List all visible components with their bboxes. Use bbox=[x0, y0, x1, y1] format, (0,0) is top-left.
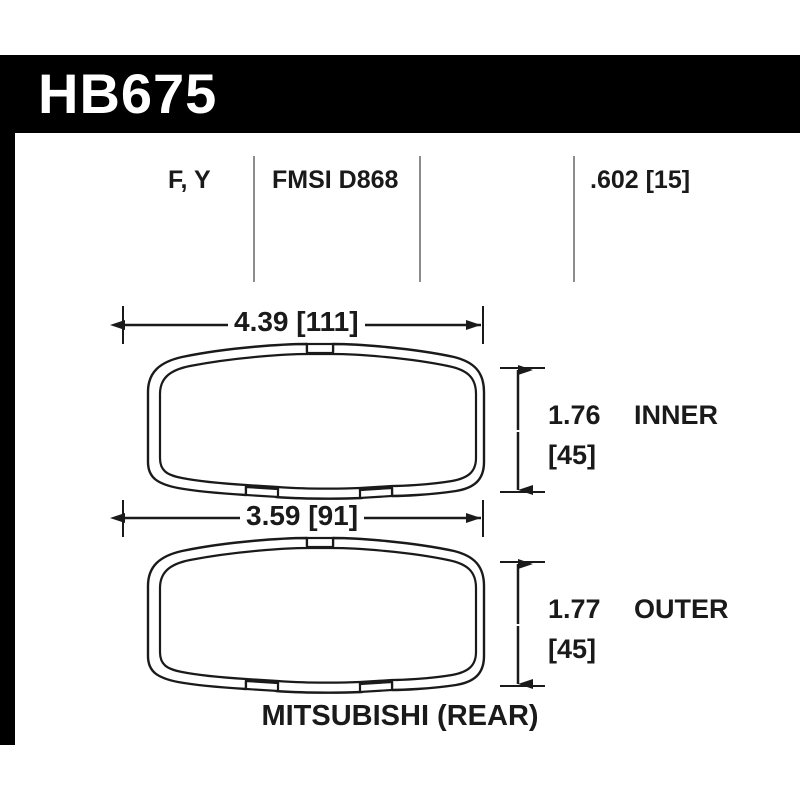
fmsi-number-value: FMSI D868 bbox=[272, 166, 399, 194]
inner-width-dimension-label: 4.39 [111] bbox=[228, 306, 365, 338]
spec-divider-1 bbox=[253, 156, 255, 282]
dimension-line-outer-height bbox=[500, 559, 545, 689]
part-number-title: HB675 bbox=[38, 62, 218, 125]
outer-height-dimension-label: 1.77 bbox=[548, 594, 601, 624]
brake-pad-outer bbox=[146, 536, 486, 694]
spec-divider-3 bbox=[573, 156, 575, 282]
brake-pad-inner bbox=[146, 342, 486, 500]
inner-height-dimension-label: 1.76 bbox=[548, 400, 601, 430]
outer-pad-label: OUTER bbox=[634, 594, 729, 624]
outer-width-dimension-label: 3.59 [91] bbox=[240, 500, 365, 532]
compound-code-value: F, Y bbox=[168, 166, 211, 194]
thickness-value: .602 [15] bbox=[590, 166, 691, 194]
inner-pad-label: INNER bbox=[634, 400, 719, 430]
title-bar bbox=[0, 55, 800, 133]
dimension-line-inner-height bbox=[500, 365, 545, 495]
spec-divider-2 bbox=[419, 156, 421, 282]
left-border-rail bbox=[0, 133, 15, 745]
outer-height-metric-label: [45] bbox=[548, 634, 597, 664]
inner-height-metric-label: [45] bbox=[548, 440, 597, 470]
vehicle-application-caption: MITSUBISHI (REAR) bbox=[261, 700, 539, 732]
